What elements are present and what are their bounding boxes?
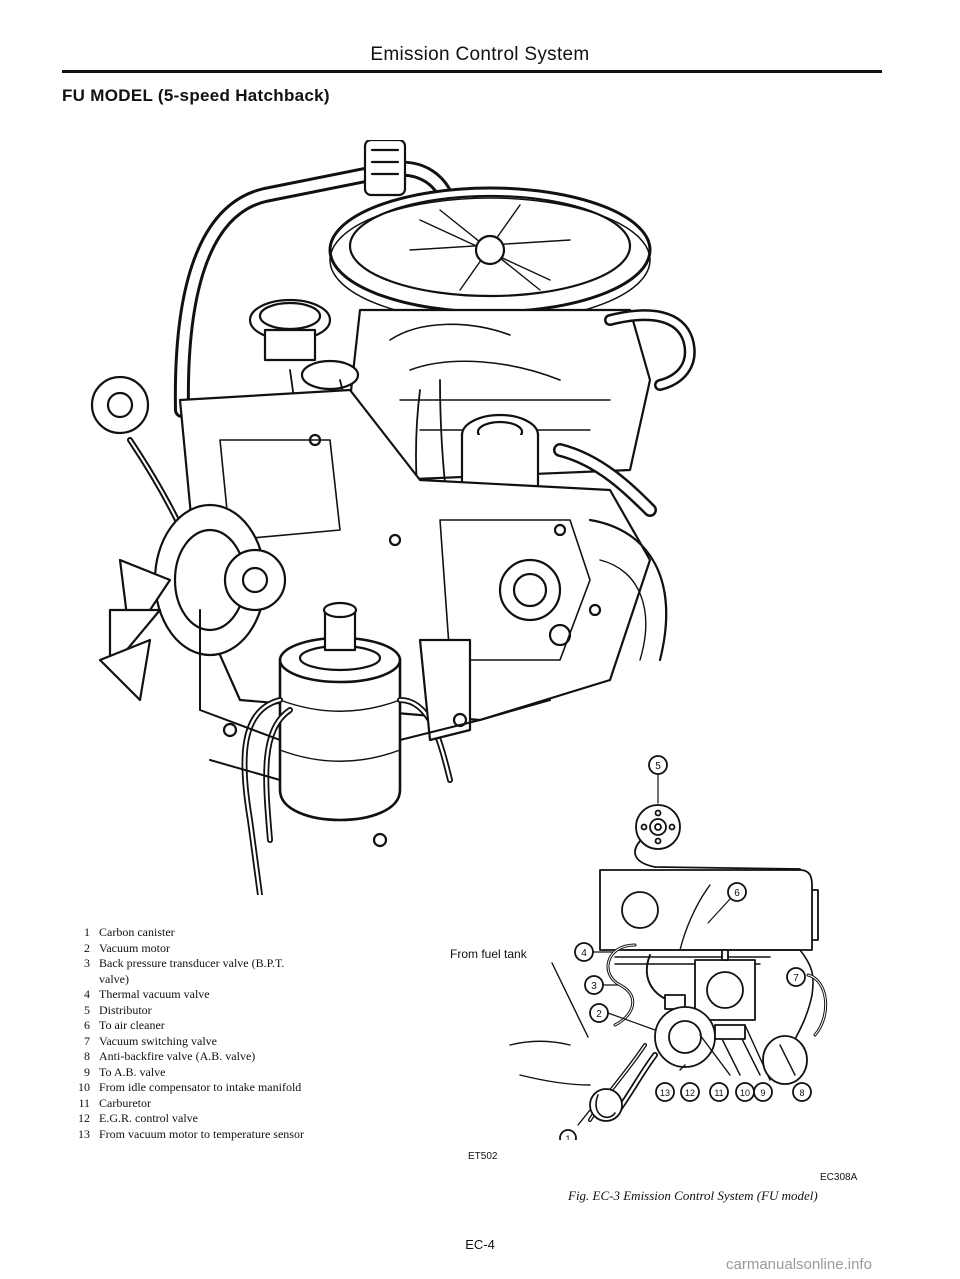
legend-item: 9 To A.B. valve (70, 1065, 310, 1081)
legend-num: 7 (84, 1033, 90, 1048)
legend-item: 8 Anti-backfire valve (A.B. valve) (70, 1049, 310, 1065)
engine-illustration (90, 140, 696, 895)
from-fuel-tank-label: From fuel tank (450, 947, 528, 961)
legend-item: 3 Back pressure transducer valve (B.P.T. … (70, 956, 310, 987)
legend-item: 11 Carburetor (70, 1096, 310, 1112)
legend-num: 5 (84, 1002, 90, 1017)
legend-item: 6 To air cleaner (70, 1018, 310, 1034)
callout-11: 11 (709, 1082, 729, 1102)
watermark: carmanualsonline.info (726, 1256, 872, 1273)
callout-label: 7 (793, 973, 799, 984)
diagram-code: ET502 (468, 1151, 498, 1162)
legend-text: Distributor (99, 1002, 152, 1017)
legend-item: 7 Vacuum switching valve (70, 1034, 310, 1050)
callout-13: 13 (655, 1082, 675, 1102)
callout-label: 9 (760, 1088, 765, 1098)
legend-text: Back pressure transducer valve (B.P.T. v… (99, 956, 285, 986)
callout-label: 8 (799, 1088, 804, 1098)
callout-label: 4 (581, 948, 587, 959)
callout-7: 7 (786, 967, 806, 987)
callout-label: 5 (655, 761, 661, 772)
hose-routing-diagram: 5 6 4 7 3 2 13 12 11 10 9 8 1 From fuel … (450, 755, 828, 1140)
distributor-symbol (634, 804, 801, 870)
header-rule (62, 70, 882, 73)
callout-label: 2 (596, 1009, 602, 1020)
legend-item: 10 From idle compensator to intake manifo… (70, 1080, 310, 1096)
page-header-title: Emission Control System (370, 44, 590, 65)
legend-item: 12 E.G.R. control valve (70, 1111, 310, 1127)
legend-num: 10 (78, 1080, 90, 1094)
figure-code: EC308A (820, 1172, 858, 1183)
legend-item: 5 Distributor (70, 1003, 310, 1019)
callout-12: 12 (680, 1082, 700, 1102)
callout-label: 11 (714, 1088, 723, 1098)
callout-label: 1 (565, 1134, 570, 1140)
legend-item: 1 Carbon canister (70, 925, 310, 941)
legend-item: 13 From vacuum motor to temperature senso… (70, 1127, 310, 1143)
legend-num: 9 (84, 1064, 90, 1079)
legend-num: 6 (84, 1018, 90, 1032)
legend-num: 2 (84, 940, 90, 955)
callout-1: 1 (559, 1129, 577, 1140)
legend-text: E.G.R. control valve (99, 1111, 198, 1125)
callout-label: 3 (591, 981, 597, 992)
callout-6: 6 (707, 882, 747, 924)
legend-text: Carburetor (99, 1095, 151, 1110)
legend-num: 8 (84, 1049, 90, 1063)
callout-3: 3 (584, 975, 619, 995)
legend-num: 11 (78, 1095, 90, 1110)
legend-text: Anti-backfire valve (A.B. valve) (99, 1049, 256, 1063)
legend-num: 1 (84, 925, 90, 939)
callout-10: 10 (735, 1082, 755, 1102)
legend-text: Vacuum motor (99, 940, 170, 955)
section-title: FU MODEL (5-speed Hatchback) (62, 86, 330, 105)
figure-caption: Fig. EC-3 Emission Control System (FU mo… (568, 1188, 818, 1203)
legend-num: 3 (84, 956, 90, 970)
callout-label: 6 (734, 888, 740, 899)
legend-text: From idle compensator to intake manifold (99, 1080, 302, 1094)
callout-5: 5 (648, 755, 668, 804)
page-number: EC-4 (465, 1237, 495, 1252)
legend-text: Carbon canister (99, 925, 175, 939)
legend-text: To A.B. valve (99, 1064, 166, 1079)
callout-9: 9 (753, 1082, 773, 1102)
legend-num: 13 (78, 1126, 90, 1141)
legend-item: 4 Thermal vacuum valve (70, 987, 310, 1003)
callout-4: 4 (574, 942, 613, 962)
legend-text: Thermal vacuum valve (99, 987, 210, 1001)
legend-text: Vacuum switching valve (99, 1033, 217, 1048)
callout-label: 12 (685, 1088, 695, 1098)
legend-num: 12 (78, 1111, 90, 1125)
callout-2: 2 (589, 1003, 656, 1031)
callout-label: 13 (660, 1088, 670, 1098)
callout-label: 10 (740, 1088, 750, 1098)
legend-text: From vacuum motor to temperature sensor (99, 1126, 304, 1141)
legend-num: 4 (84, 987, 90, 1001)
legend-text: To air cleaner (99, 1018, 165, 1032)
parts-legend: 1 Carbon canister 2 Vacuum motor 3 Back pre… (70, 925, 310, 1142)
callout-8: 8 (792, 1082, 812, 1102)
legend-item: 2 Vacuum motor (70, 941, 310, 957)
